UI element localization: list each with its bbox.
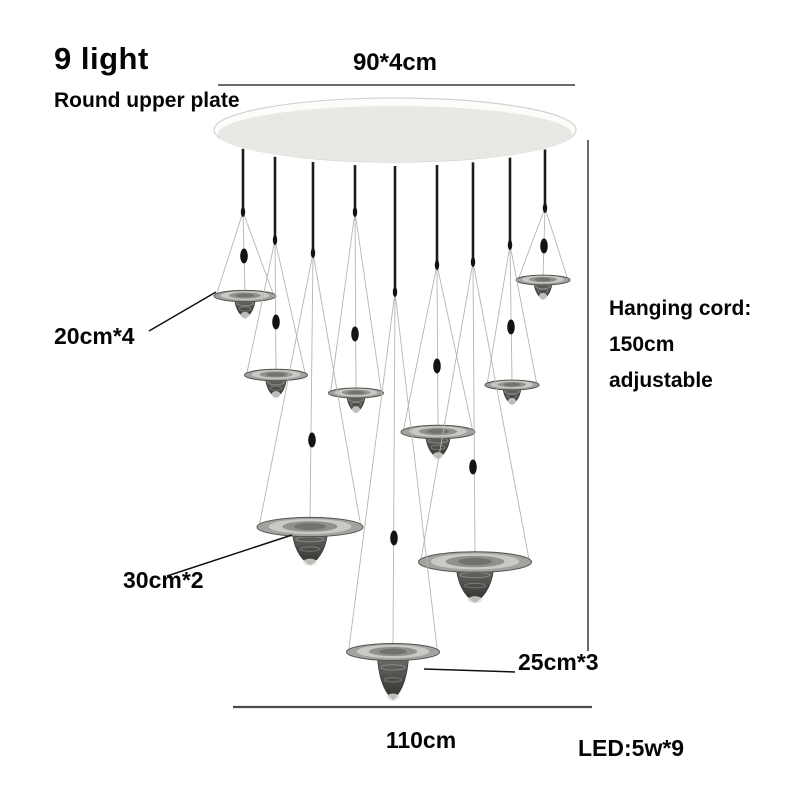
plate-type-label: Round upper plate <box>54 89 240 112</box>
shade-large-label: 30cm*2 <box>123 567 204 593</box>
fixture-width-label: 110cm <box>385 727 457 753</box>
page-title: 9 light <box>54 41 149 76</box>
shade-medium-label: 25cm*3 <box>518 649 599 675</box>
led-power-label: LED:5w*9 <box>578 735 685 761</box>
shade-small-label: 20cm*4 <box>54 323 135 349</box>
hanging-cord-line-2: 150cm <box>609 333 675 357</box>
hanging-cord-info: Hanging cord: 150cm adjustable <box>609 297 751 405</box>
hanging-cord-line-1: Hanging cord: <box>609 297 752 320</box>
plate-size-label: 90*4cm <box>352 49 438 76</box>
hanging-cord-line-3: adjustable <box>609 369 713 393</box>
